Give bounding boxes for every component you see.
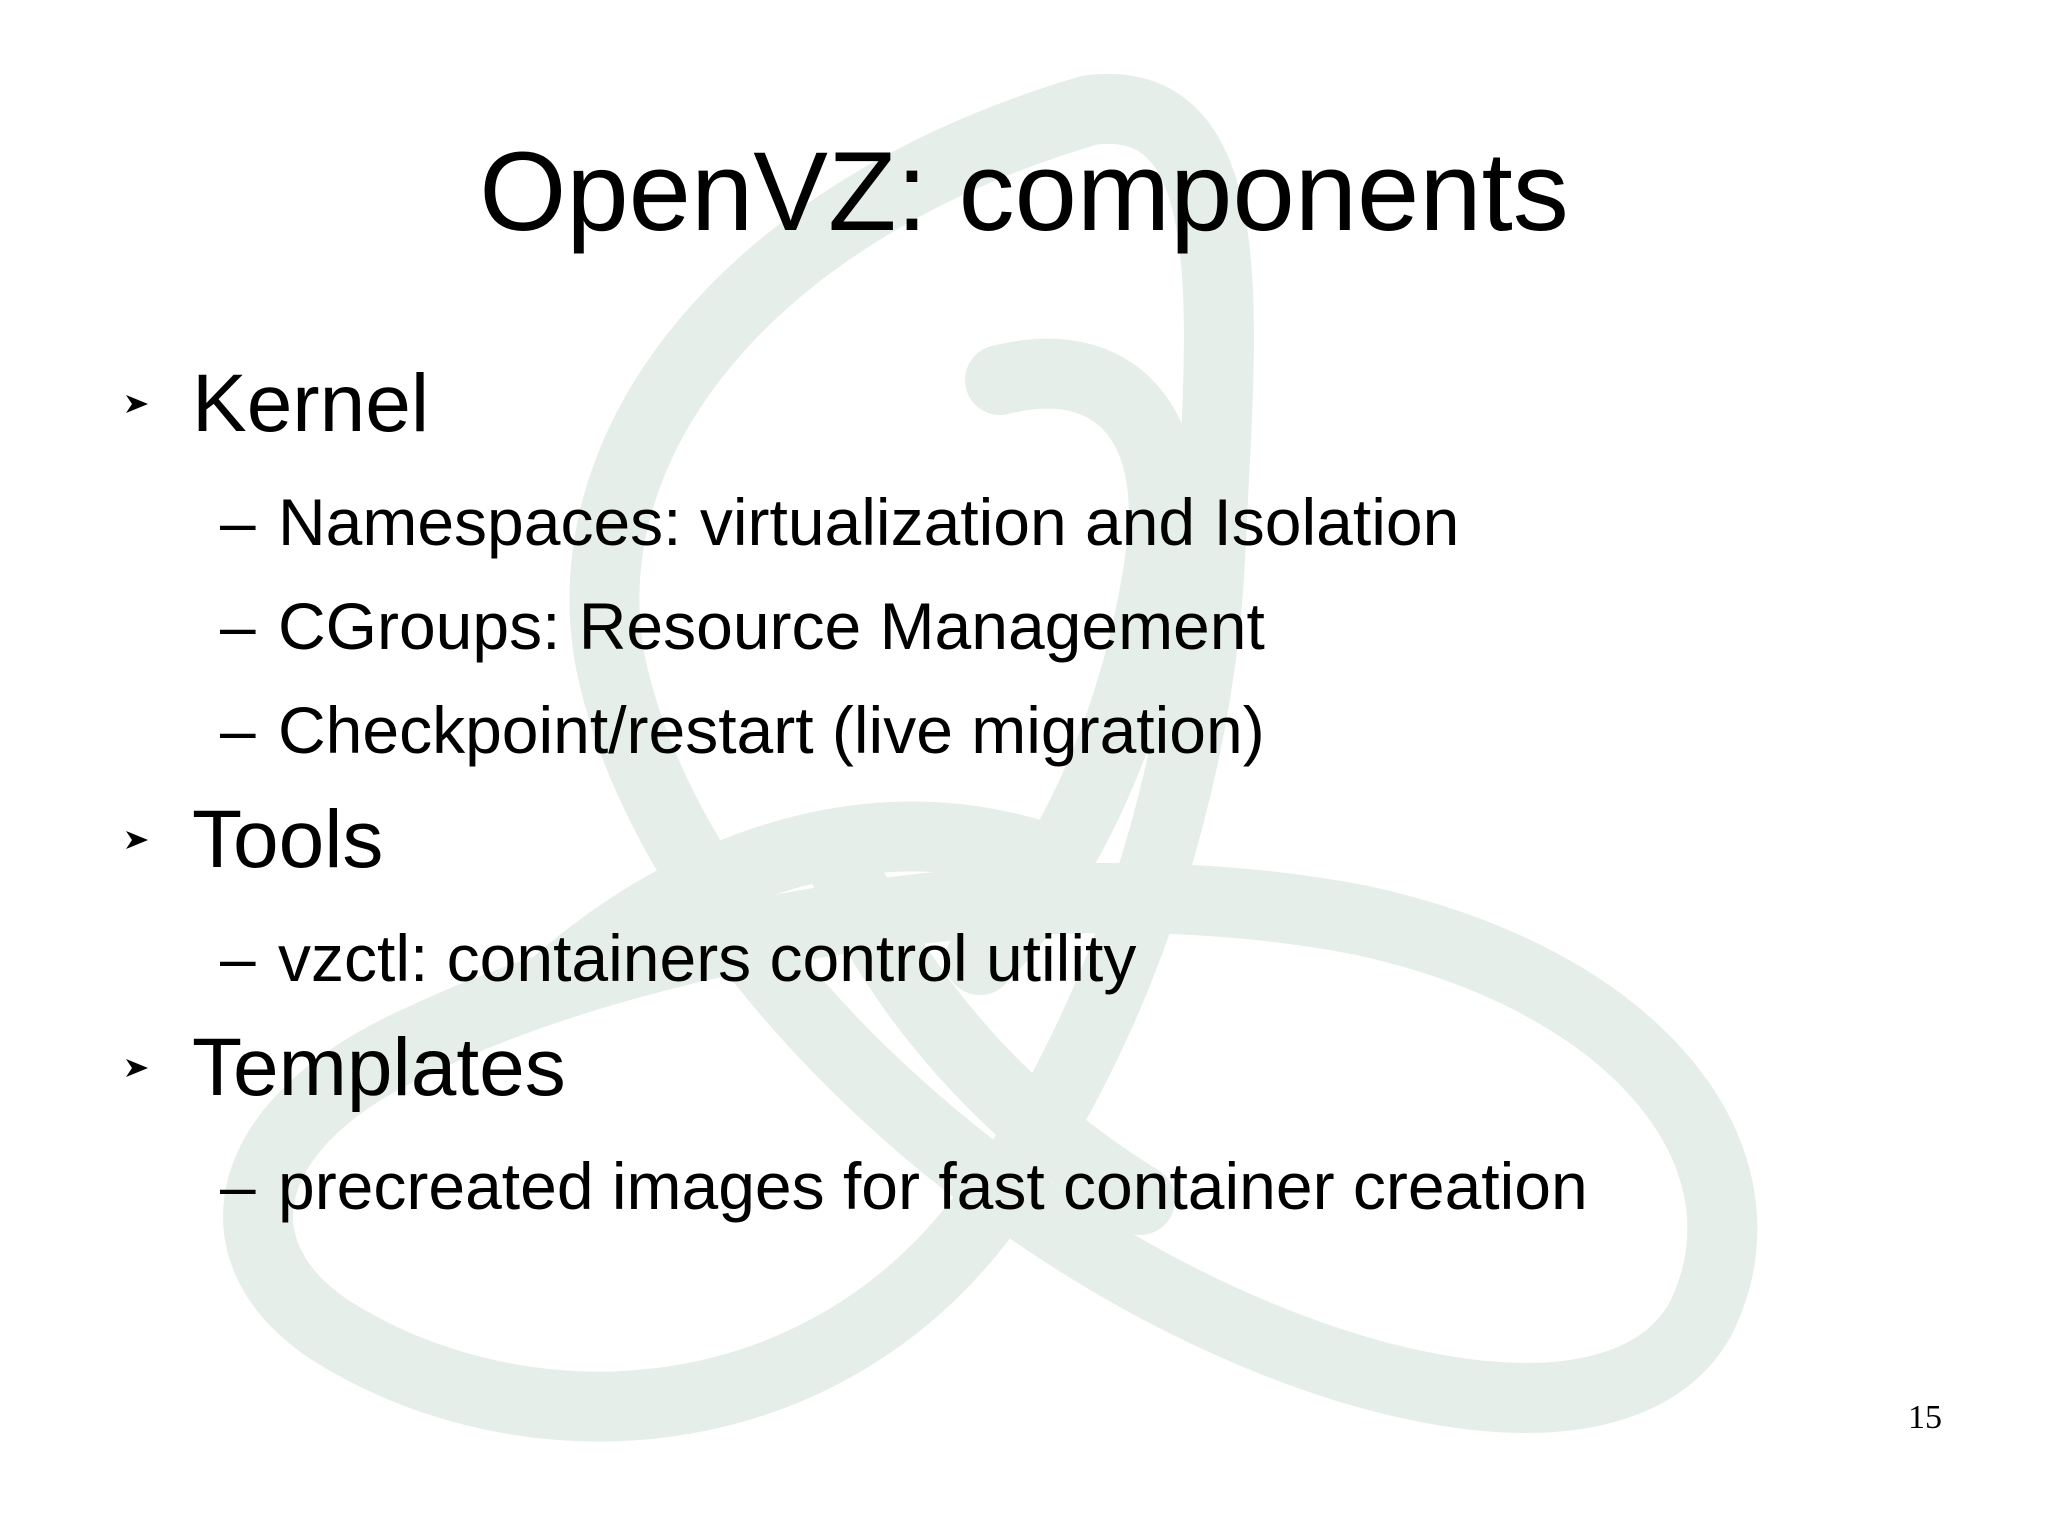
subitem-text: Namespaces: virtualization and Isolation (278, 485, 1460, 559)
dash-marker: – (220, 922, 256, 994)
bullet-label: Templates (192, 1022, 566, 1113)
subitem-text: Checkpoint/restart (live migration) (278, 693, 1265, 767)
arrowhead-bullet-icon (126, 1059, 148, 1077)
subitem-checkpoint: – Checkpoint/restart (live migration) (220, 690, 1265, 770)
subitem-namespaces: – Namespaces: virtualization and Isolati… (220, 482, 1459, 562)
subitem-cgroups: – CGroups: Resource Management (220, 586, 1265, 666)
subitem-precreated: – precreated images for fast container c… (220, 1146, 1588, 1226)
subitem-text: CGroups: Resource Management (278, 589, 1265, 663)
subitem-vzctl: – vzctl: containers control utility (220, 918, 1136, 998)
subitem-text: precreated images for fast container cre… (278, 1149, 1588, 1223)
bullet-label: Tools (192, 794, 384, 885)
arrowhead-bullet-icon (126, 831, 148, 849)
bullet-templates: Templates (124, 1020, 566, 1116)
subitem-text: vzctl: containers control utility (278, 921, 1137, 995)
bullet-kernel: Kernel (124, 356, 429, 452)
arrowhead-bullet-icon (126, 395, 148, 413)
dash-marker: – (220, 590, 256, 662)
page-number: 15 (1908, 1399, 1942, 1436)
dash-marker: – (220, 694, 256, 766)
slide-title: OpenVZ: components (479, 129, 1569, 254)
bullet-tools: Tools (124, 792, 383, 888)
dash-marker: – (220, 1150, 256, 1222)
bullet-label: Kernel (192, 358, 430, 449)
dash-marker: – (220, 486, 256, 558)
